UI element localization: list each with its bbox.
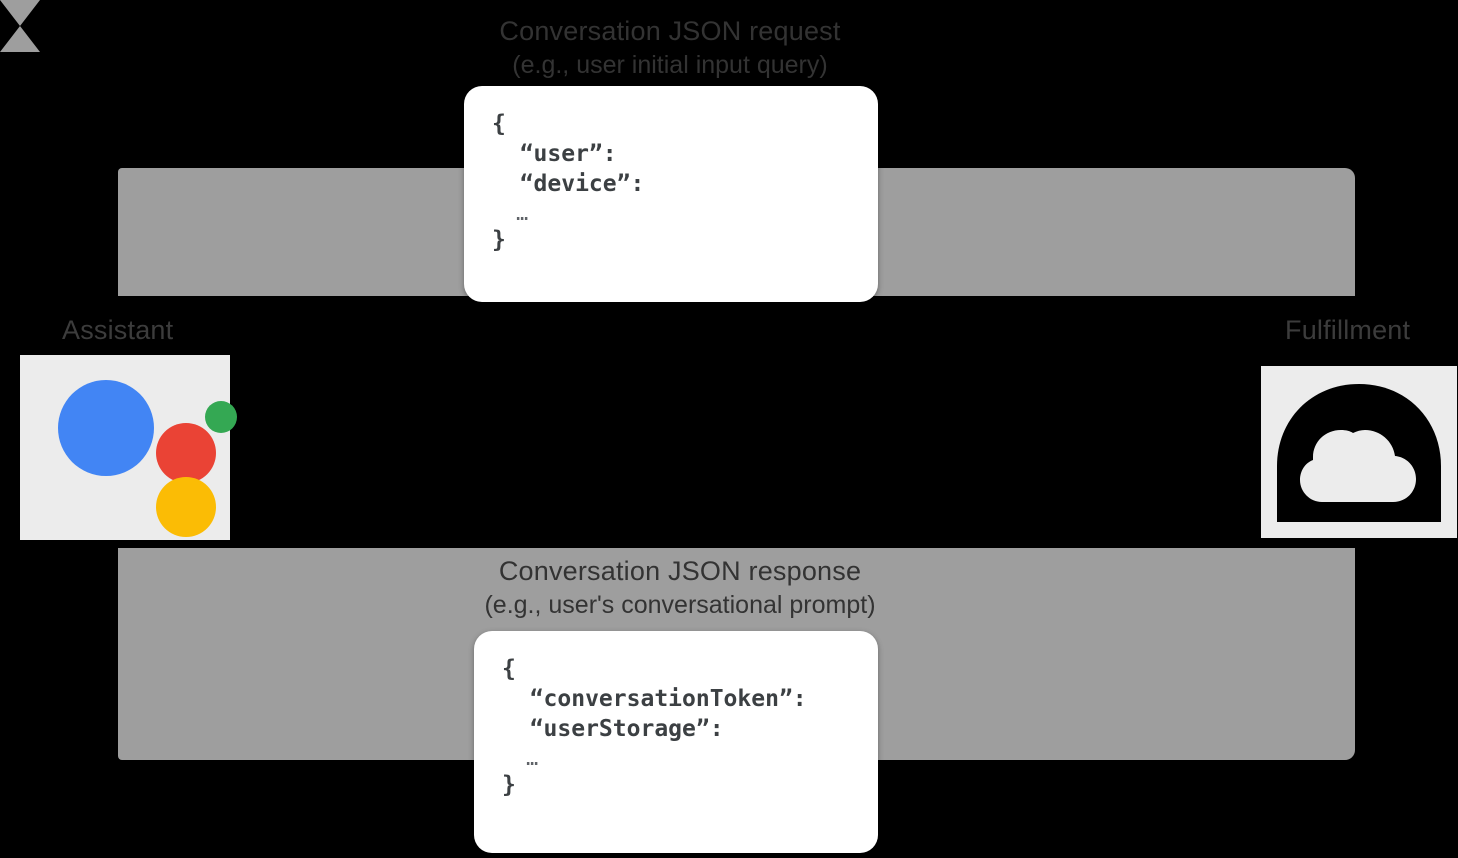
request-json-open-brace: { <box>492 111 506 137</box>
response-caption-title: Conversation JSON response <box>498 556 862 586</box>
request-json-card: { “user”: “device”: … } <box>464 86 878 302</box>
response-json-open-brace: { <box>502 656 516 682</box>
assistant-dot-yellow-icon <box>156 477 216 537</box>
response-json-ellipsis: … <box>502 745 539 770</box>
assistant-dot-green-icon <box>205 401 237 433</box>
fulfillment-icon-tile[interactable] <box>1261 366 1457 538</box>
assistant-dot-red-icon <box>156 423 216 483</box>
response-json-key-user-storage: “userStorage”: <box>502 715 724 742</box>
response-json-card: { “conversationToken”: “userStorage”: … … <box>474 631 878 853</box>
request-arrow-head-icon <box>0 0 40 26</box>
google-assistant-icon <box>40 355 240 540</box>
fulfillment-label: Fulfillment <box>1285 315 1411 345</box>
request-caption-title: Conversation JSON request <box>499 16 841 46</box>
assistant-label: Assistant <box>62 315 174 345</box>
request-caption-subtitle: (e.g., user initial input query) <box>512 51 828 79</box>
response-caption-subtitle: (e.g., user's conversational prompt) <box>484 591 876 619</box>
cloud-icon <box>1277 384 1441 522</box>
request-json-close-brace: } <box>492 226 506 253</box>
response-caption: Conversation JSON response (e.g., user's… <box>0 556 1360 620</box>
request-json-key-user: “user”: <box>492 140 617 167</box>
request-json-key-device: “device”: <box>492 170 645 197</box>
response-json-close-brace: } <box>502 771 516 798</box>
response-arrow-head-icon <box>0 26 40 52</box>
request-caption: Conversation JSON request (e.g., user in… <box>0 16 1340 80</box>
response-json-key-conversation-token: “conversationToken”: <box>502 685 807 712</box>
assistant-dot-blue-icon <box>58 380 154 476</box>
request-json-ellipsis: … <box>492 200 529 225</box>
assistant-icon-tile[interactable] <box>20 355 237 540</box>
